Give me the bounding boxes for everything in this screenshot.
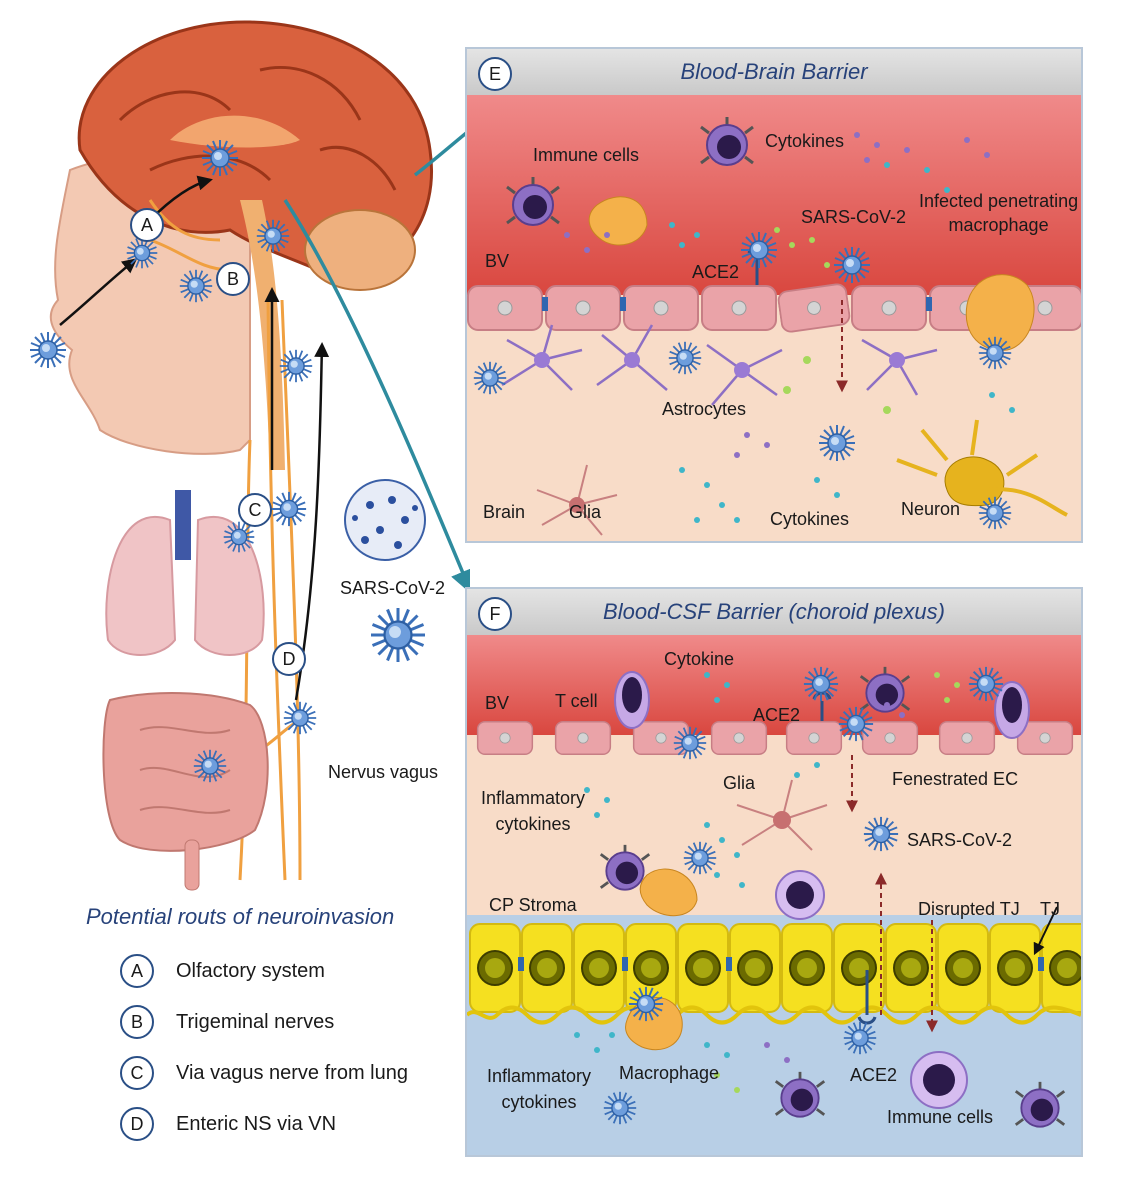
legend-row-a: A Olfactory system: [120, 954, 325, 988]
panel-badge-f: F: [478, 597, 512, 631]
legend-row-c: C Via vagus nerve from lung: [120, 1056, 408, 1090]
bcsfb-disrupted-tj-label: Disrupted TJ: [918, 899, 1020, 919]
virus-label: SARS-CoV-2: [340, 578, 446, 598]
bbb-sars-label: SARS-CoV-2: [801, 207, 907, 227]
bbb-brain-label: Brain: [483, 502, 526, 522]
bcsfb-cp-stroma-label: CP Stroma: [489, 895, 577, 915]
lungs-illustration: [105, 516, 177, 656]
legend-badge-c: C: [120, 1056, 154, 1090]
panel-bcsfb: Blood-CSF Barrier (choroid plexus): [465, 587, 1083, 1157]
legend-text-d: Enteric NS via VN: [176, 1112, 337, 1135]
legend-row-b: B Trigeminal nerves: [120, 1005, 334, 1039]
legend-text-b: Trigeminal nerves: [176, 1010, 335, 1033]
bcsfb-inflammatory-top-label: Inflammatory cytokines: [481, 788, 586, 834]
panel-bbb: Blood-Brain Barrier: [465, 47, 1083, 543]
route-badge-b: B: [216, 262, 250, 296]
bbb-cytokines-bottom-label: Cytokines: [770, 509, 850, 529]
bbb-immune-cells-label: Immune cells: [533, 145, 640, 165]
bcsfb-ace2-bottom-label: ACE2: [850, 1065, 898, 1085]
bcsfb-bv-label: BV: [485, 693, 510, 713]
panel-bbb-title: Blood-Brain Barrier: [467, 49, 1081, 96]
legend-badge-d: D: [120, 1107, 154, 1141]
bcsfb-ace2-top-label: ACE2: [753, 705, 801, 725]
bcsfb-tcell-label: T cell: [555, 691, 598, 711]
bbb-cytokines-top-label: Cytokines: [765, 131, 845, 151]
nerve-label: Nervus vagus: [328, 762, 439, 782]
bbb-macrophage-label: Infected penetrating macrophage: [919, 191, 1079, 235]
bbb-glia-label: Glia: [569, 502, 602, 522]
intestine-illustration: [102, 692, 269, 852]
bcsfb-cytokine-label: Cytokine: [664, 649, 735, 669]
bcsfb-inflammatory-bottom-label: Inflammatory cytokines: [487, 1066, 592, 1112]
bbb-ace2-label: ACE2: [692, 262, 740, 282]
route-badge-a: A: [130, 208, 164, 242]
bbb-astrocytes-label: Astrocytes: [662, 399, 747, 419]
route-badge-d: D: [272, 642, 306, 676]
routes-title: Potential routs of neuroinvasion: [86, 904, 395, 929]
bcsfb-macrophage-label: Macrophage: [619, 1063, 720, 1083]
bcsfb-sars-label: SARS-CoV-2: [907, 830, 1013, 850]
bbb-neuron-label: Neuron: [901, 499, 961, 519]
bcsfb-scene: [467, 635, 1081, 1155]
bbb-bv-label: BV: [485, 251, 510, 271]
legend-text-c: Via vagus nerve from lung: [176, 1061, 408, 1084]
legend-text-a: Olfactory system: [176, 959, 325, 982]
route-badge-c: C: [238, 493, 272, 527]
legend-badge-a: A: [120, 954, 154, 988]
legend-row-d: D Enteric NS via VN: [120, 1107, 336, 1141]
panel-bcsfb-title: Blood-CSF Barrier (choroid plexus): [467, 589, 1081, 636]
bcsfb-immune-cells-label: Immune cells: [887, 1107, 994, 1127]
legend-badge-b: B: [120, 1005, 154, 1039]
bcsfb-glia-label: Glia: [723, 773, 756, 793]
bcsfb-fenestrated-label: Fenestrated EC: [892, 769, 1019, 789]
bcsfb-tj-label: TJ: [1040, 899, 1060, 919]
anatomy-illustration: [29, 20, 470, 891]
bbb-scene: [467, 95, 1081, 541]
panel-badge-e: E: [478, 57, 512, 91]
